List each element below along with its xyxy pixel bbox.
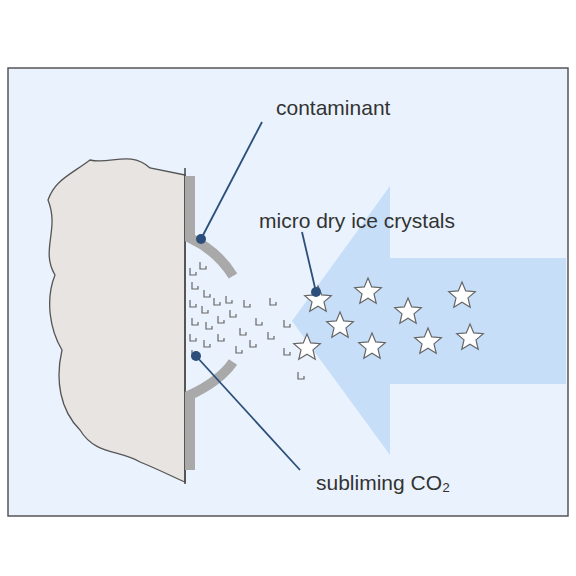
co2-flake [204,290,210,297]
co2-flakes [190,262,304,379]
co2-flake [190,300,196,307]
dry-ice-crystal [457,324,484,349]
leader-line [201,122,262,239]
co2-flake [190,268,196,275]
dry-ice-crystal [359,333,386,358]
co2-flake [202,306,208,313]
dry-ice-crystal [305,286,332,311]
dry-ice-crystal [327,312,354,337]
co2-flake [214,298,220,305]
co2-flake [256,318,262,325]
leader-line [302,232,316,292]
co2-flake [268,332,274,339]
co2-flake [226,296,232,303]
co2-flake [206,322,212,329]
crystals-label: micro dry ice crystals [259,208,455,233]
co2-flake [218,316,224,323]
dry-ice-crystal [294,334,321,359]
dry-ice-crystal [395,298,422,323]
contaminant-layer-bottom [190,362,233,470]
dry-ice-crystals [294,278,484,359]
co2-flake [270,298,276,305]
co2-flake [284,348,290,355]
co2-flake [240,328,246,335]
co2-label: subliming CO₂ [316,470,450,495]
co2-flake [204,340,210,347]
co2-flake [244,300,250,307]
co2-flake [192,282,198,289]
co2-flake [236,346,242,353]
frame [8,68,568,516]
dry-ice-crystal [415,328,442,353]
co2-flake [250,340,256,347]
co2-flake [230,310,236,317]
co2-flake [218,334,224,341]
co2-flake [200,262,206,269]
co2-flake [190,334,196,341]
co2-flake [298,372,304,379]
co2-flake [192,318,198,325]
dry-ice-crystal [449,282,476,307]
leader-dot [191,351,201,361]
leader-dot [311,287,321,297]
dry-ice-crystal [355,278,382,303]
base-object [48,159,185,482]
leader-line [196,356,300,470]
leader-dot [196,234,206,244]
contaminant-label: contaminant [276,95,390,120]
co2-flake [284,320,290,327]
